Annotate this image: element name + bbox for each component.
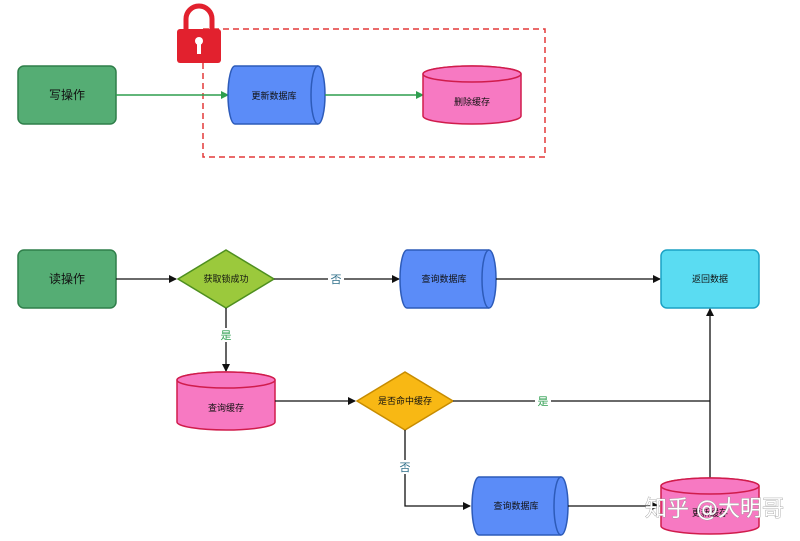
query-cache-label: 查询缓存: [208, 402, 244, 414]
edge-label-hit-yes: 是: [538, 395, 549, 408]
lock-icon: [177, 3, 221, 63]
edge-hit-no-to-query-db: [404, 430, 471, 510]
query-cache-node: 查询缓存: [176, 371, 276, 431]
read-op-node: 读操作: [17, 249, 117, 309]
edge-label-lock-no: 否: [331, 273, 342, 286]
lock-region-border: [202, 28, 546, 158]
return-data-node: 返回数据: [660, 249, 760, 309]
update-cache-label: 更新缓存: [692, 507, 728, 519]
query-db-top-node: 查询数据库: [399, 249, 497, 309]
read-op-label: 读操作: [49, 271, 85, 286]
acquire-lock-node: 获取锁成功: [176, 249, 276, 309]
query-db-bottom-label: 查询数据库: [493, 500, 538, 512]
return-data-label: 返回数据: [692, 273, 728, 285]
edge-label-lock-yes: 是: [221, 329, 232, 342]
write-op-node: 写操作: [17, 65, 117, 125]
query-db-top-label: 查询数据库: [421, 273, 466, 285]
update-db-label: 更新数据库: [251, 90, 296, 102]
watermark: 知乎 @大明哥: [645, 497, 784, 522]
delete-cache-node: 删除缓存: [422, 65, 522, 125]
acquire-lock-label: 获取锁成功: [203, 273, 248, 285]
update-cache-node: 更新缓存: [660, 477, 760, 535]
write-op-label: 写操作: [49, 87, 85, 102]
edge-label-hit-no: 否: [400, 461, 411, 474]
update-db-node: 更新数据库: [227, 65, 326, 125]
query-db-bottom-node: 查询数据库: [471, 476, 569, 536]
cache-hit-label: 是否命中缓存: [378, 395, 432, 407]
delete-cache-label: 删除缓存: [454, 96, 490, 108]
cache-hit-node: 是否命中缓存: [355, 371, 455, 431]
